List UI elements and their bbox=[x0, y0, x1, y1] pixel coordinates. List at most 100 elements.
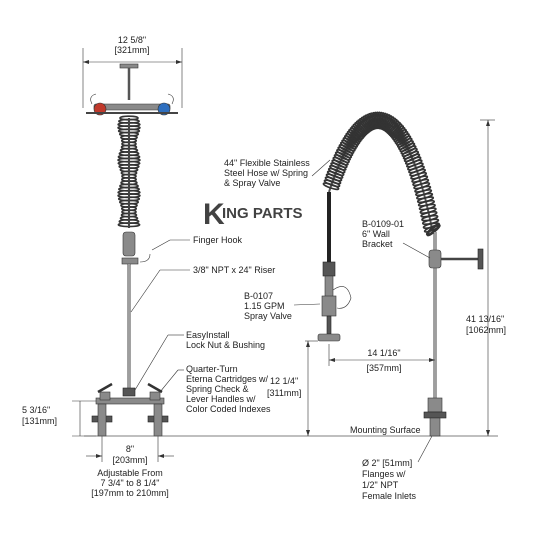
side-coil-turn bbox=[345, 132, 361, 145]
side-coil-turn bbox=[337, 146, 354, 157]
cartridge-leader bbox=[159, 369, 179, 393]
side-coil-turn bbox=[339, 141, 356, 152]
watermark-logo: K ING PARTS bbox=[203, 198, 303, 231]
valve-height-arrow-bottom bbox=[306, 430, 310, 436]
side-coil-turn bbox=[336, 149, 353, 159]
side-valve-lower bbox=[321, 295, 337, 317]
flange-leader bbox=[417, 435, 433, 463]
callout-cartridge-line3: Spring Check & bbox=[186, 384, 249, 394]
side-callouts: 44" Flexible Stainless Steel Hose w/ Spr… bbox=[224, 158, 433, 501]
center-dim-range-mm: [197mm to 210mm] bbox=[91, 488, 169, 498]
callout-hose-line2: Steel Hose w/ Spring bbox=[224, 168, 308, 178]
side-coil-turn bbox=[400, 145, 417, 155]
callout-spray-valve-line3: Spray Valve bbox=[244, 311, 292, 321]
front-upper-body bbox=[93, 103, 171, 111]
callout-bracket-line3: Bracket bbox=[362, 239, 393, 249]
side-coil-turn bbox=[398, 140, 414, 150]
finger-hook-leader bbox=[151, 239, 171, 251]
width-dim-inches: 12 5/8" bbox=[118, 35, 146, 45]
callout-hose-line1: 44" Flexible Stainless bbox=[224, 158, 310, 168]
callout-flange-line3: 1/2" NPT bbox=[362, 480, 399, 490]
side-hose-connector bbox=[322, 261, 336, 277]
reach-arrow-left bbox=[329, 358, 335, 362]
front-view: 12 5/8" [321mm] bbox=[22, 35, 183, 498]
center-dim-adjustable: Adjustable From bbox=[97, 468, 163, 478]
front-left-shank bbox=[97, 403, 107, 437]
width-dim-mm: [321mm] bbox=[114, 45, 149, 55]
front-callouts: Finger Hook 3/8" NPT x 24" Riser EasyIns… bbox=[130, 235, 275, 414]
side-coil-hose bbox=[322, 111, 441, 237]
total-height-arrow-bottom bbox=[486, 430, 490, 436]
side-valve-body bbox=[324, 275, 334, 299]
callout-cartridge-line4: Lever Handles w/ bbox=[186, 394, 256, 404]
total-height-mm: [1062mm] bbox=[466, 325, 506, 335]
center-dim-inches: 8" bbox=[126, 444, 134, 454]
callout-hose-line3: & Spray Valve bbox=[224, 178, 280, 188]
front-right-shank bbox=[153, 403, 163, 437]
side-coil-turn bbox=[342, 137, 358, 148]
callout-bracket-line2: 6" Wall bbox=[362, 229, 390, 239]
callout-cartridge-line5: Color Coded Indexes bbox=[186, 404, 271, 414]
hose-leader bbox=[311, 159, 331, 177]
front-hot-lever bbox=[90, 93, 97, 105]
callout-flange-line1: Ø 2" [51mm] bbox=[362, 458, 412, 468]
side-coil-turn bbox=[426, 224, 441, 237]
callout-flange-line2: Flanges w/ bbox=[362, 469, 406, 479]
center-dim-range-in: 7 3/4" to 8 1/4" bbox=[101, 478, 160, 488]
front-lock-nut bbox=[122, 387, 136, 397]
front-left-valve bbox=[99, 391, 111, 401]
callout-lock-nut-line2: Lock Nut & Bushing bbox=[186, 340, 265, 350]
arrow-left bbox=[83, 60, 89, 64]
side-valve-nozzle bbox=[326, 315, 332, 335]
callout-spray-valve-line2: 1.15 GPM bbox=[244, 301, 285, 311]
side-coil-turn bbox=[394, 133, 410, 144]
side-coil-turn bbox=[396, 137, 413, 148]
valve-height-inches: 12 1/4" bbox=[270, 376, 298, 386]
riser-leader bbox=[130, 269, 161, 313]
bracket-leader bbox=[402, 242, 431, 259]
side-spray-head bbox=[317, 333, 341, 342]
front-cold-lever bbox=[167, 93, 174, 105]
callout-cartridge-line1: Quarter-Turn bbox=[186, 364, 238, 374]
callout-lock-nut-line1: EasyInstall bbox=[186, 330, 230, 340]
side-coil-turn bbox=[344, 135, 360, 146]
side-coil-turn bbox=[334, 151, 351, 161]
spray-valve-leader bbox=[293, 303, 321, 306]
side-coil-turn bbox=[338, 144, 355, 154]
watermark-text: ING PARTS bbox=[222, 205, 303, 222]
callout-bracket-line1: B-0109-01 bbox=[362, 219, 404, 229]
lock-nut-leader bbox=[134, 334, 169, 391]
valve-height-mm: [311mm] bbox=[267, 388, 301, 398]
center-arrow-left bbox=[96, 454, 102, 458]
callout-mounting-surface: Mounting Surface bbox=[350, 425, 421, 435]
total-height-inches: 41 13/16" bbox=[466, 314, 504, 324]
front-coil-spring bbox=[117, 115, 141, 228]
side-view: 41 13/16" [1062mm] 12 1/4" [311mm] 14 1/… bbox=[267, 111, 506, 437]
callout-finger-hook: Finger Hook bbox=[193, 235, 243, 245]
side-bracket-collar bbox=[428, 249, 442, 269]
side-deck-valve bbox=[427, 397, 443, 413]
side-flange bbox=[423, 411, 447, 419]
front-left-lever bbox=[97, 382, 113, 394]
center-arrow-right bbox=[158, 454, 164, 458]
valve-height-arrow-top bbox=[306, 341, 310, 347]
arrow-right bbox=[176, 60, 182, 64]
front-hook-clamp bbox=[121, 257, 139, 265]
side-coil-turn bbox=[392, 128, 407, 141]
finger-hook bbox=[139, 253, 151, 263]
side-coil-turn bbox=[399, 142, 416, 153]
reach-dim-mm: [357mm] bbox=[366, 363, 401, 373]
callout-spray-valve-line1: B-0107 bbox=[244, 291, 273, 301]
side-coil-turn bbox=[333, 154, 350, 164]
center-dim-mm: [203mm] bbox=[112, 455, 147, 465]
watermark-letter-k: K bbox=[203, 198, 225, 231]
side-shank bbox=[429, 417, 441, 437]
side-coil-turn bbox=[391, 127, 406, 139]
callout-riser: 3/8" NPT x 24" Riser bbox=[193, 265, 275, 275]
total-height-arrow-top bbox=[486, 120, 490, 126]
front-hook-collar bbox=[122, 231, 136, 257]
reach-arrow-right bbox=[429, 358, 435, 362]
front-right-valve bbox=[149, 391, 161, 401]
side-coil-turn bbox=[395, 135, 412, 146]
side-coil-turn bbox=[393, 131, 409, 143]
